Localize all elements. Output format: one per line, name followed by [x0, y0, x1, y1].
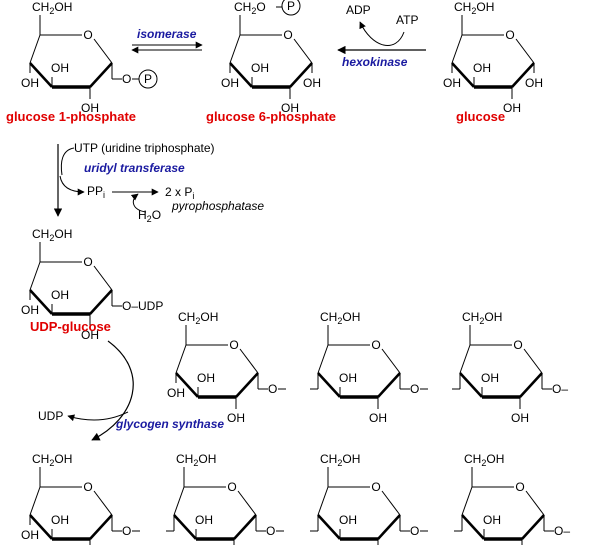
glucose-ring: O CH2OH OH OH OH O: [167, 310, 286, 425]
ch2oh-group: CH2OH: [32, 452, 72, 468]
water-arrow: [130, 193, 147, 213]
glycosidic-oxygen: O: [266, 524, 275, 538]
ring-oxygen: O: [371, 480, 380, 494]
anomeric-hydroxyl: OH: [525, 76, 543, 90]
ppi-arrow: [59, 175, 85, 196]
pyrophosphatase-label: pyrophosphatase: [171, 199, 264, 213]
phosphate-circle: [138, 69, 158, 89]
c3-hydroxyl: OH: [251, 61, 269, 75]
ring-oxygen: O: [515, 480, 524, 494]
glucose-ring: O CH2O P OH OH OH OH: [221, 0, 321, 115]
isomerase-label: isomerase: [137, 27, 197, 41]
ring-oxygen: O: [371, 338, 380, 352]
c3-hydroxyl: OH: [51, 288, 69, 302]
c2-hydroxyl: OH: [81, 101, 99, 115]
ppi-label: PPi: [87, 184, 105, 200]
ch2oh-group: CH2OH: [176, 452, 216, 468]
c3-hydroxyl: OH: [481, 371, 499, 385]
ring-oxygen: O: [513, 338, 522, 352]
c3-hydroxyl: OH: [51, 513, 69, 527]
glycosidic-oxygen: O: [410, 524, 419, 538]
c4-hydroxyl: OH: [21, 303, 39, 317]
c2-hydroxyl: OH: [81, 328, 99, 342]
c2-hydroxyl: OH: [281, 101, 299, 115]
c2-hydroxyl: OH: [227, 411, 245, 425]
glycosidic-oxygen: O: [268, 382, 277, 396]
udp-label: UDP: [38, 409, 63, 423]
chain-end-oxygen: O–: [552, 382, 568, 396]
uridyl-transferase-label: uridyl transferase: [84, 161, 185, 175]
glycosidic-oxygen: O: [410, 382, 419, 396]
phosphate-circle: [281, 0, 301, 16]
ring-oxygen: O: [229, 338, 238, 352]
ring-oxygen: O: [283, 28, 292, 42]
ch2oh-group: CH2OH: [454, 0, 494, 16]
atp-adp-arrow: [359, 21, 405, 46]
c4-hydroxyl: OH: [21, 76, 39, 90]
c4-hydroxyl: OH: [21, 528, 39, 542]
glucose-ring: O CH2OH OH OH O: [310, 310, 428, 425]
ch2oh-group: CH2OH: [32, 0, 72, 16]
c2-hydroxyl: OH: [511, 411, 529, 425]
c3-hydroxyl: OH: [339, 371, 357, 385]
ring-oxygen: O: [83, 28, 92, 42]
c3-hydroxyl: OH: [51, 61, 69, 75]
utp-arrow: [60, 147, 75, 176]
ring-oxygen: O: [227, 480, 236, 494]
ring-oxygen: O: [505, 28, 514, 42]
ch2oh-group: CH2OH: [320, 452, 360, 468]
utp-label: UTP (uridine triphosphate): [74, 141, 215, 155]
phosphate-p: P: [287, 0, 295, 13]
udp-glucose-label: UDP-glucose: [30, 319, 111, 334]
c3-hydroxyl: OH: [195, 513, 213, 527]
ch2oh-group: CH2OH: [178, 310, 218, 326]
ch2oh-group: CH2OH: [462, 310, 502, 326]
hexokinase-label: hexokinase: [342, 55, 408, 69]
glucose-6-phosphate-label: glucose 6-phosphate: [206, 109, 336, 124]
ch2oh-group: CH2OH: [464, 452, 504, 468]
o-udp-group: O–UDP: [122, 299, 163, 313]
c3-hydroxyl: OH: [473, 61, 491, 75]
glucose-ring: O CH2OH OH OH OH OH: [443, 0, 543, 115]
ch2oh-group: CH2OH: [32, 227, 72, 243]
udp-release-arrow: [67, 411, 129, 422]
ch2o-phosphate: CH2O: [234, 0, 266, 16]
phosphate-p: P: [144, 72, 152, 86]
c4-hydroxyl: OH: [221, 76, 239, 90]
c4-hydroxyl: OH: [167, 386, 185, 400]
glycogen-synthase-arrow: [91, 340, 134, 441]
pi-label: 2 x Pi: [165, 185, 194, 201]
water-label: H2O: [138, 208, 161, 224]
c3-hydroxyl: OH: [483, 513, 501, 527]
glucose-ring: O CH2OH OH OH OH O–UDP: [21, 227, 163, 342]
anomeric-oxygen: O: [122, 72, 131, 86]
c2-hydroxyl: OH: [503, 101, 521, 115]
c4-hydroxyl: OH: [443, 76, 461, 90]
chain-end-oxygen: O–: [554, 524, 570, 538]
ring-oxygen: O: [83, 255, 92, 269]
glucose-ring: O CH2OH OH OH O–: [452, 310, 568, 425]
c3-hydroxyl: OH: [197, 371, 215, 385]
glycogen-synthase-label: glycogen synthase: [115, 417, 224, 431]
ch2oh-group: CH2OH: [320, 310, 360, 326]
atp-label: ATP: [396, 13, 418, 27]
anomeric-hydroxyl: OH: [303, 76, 321, 90]
adp-label: ADP: [346, 3, 371, 17]
c2-hydroxyl: OH: [369, 411, 387, 425]
c3-hydroxyl: OH: [339, 513, 357, 527]
glycosidic-oxygen: O: [122, 524, 131, 538]
ring-oxygen: O: [83, 480, 92, 494]
glucose-1-phosphate-label: glucose 1-phosphate: [6, 109, 136, 124]
glucose-label: glucose: [456, 109, 505, 124]
